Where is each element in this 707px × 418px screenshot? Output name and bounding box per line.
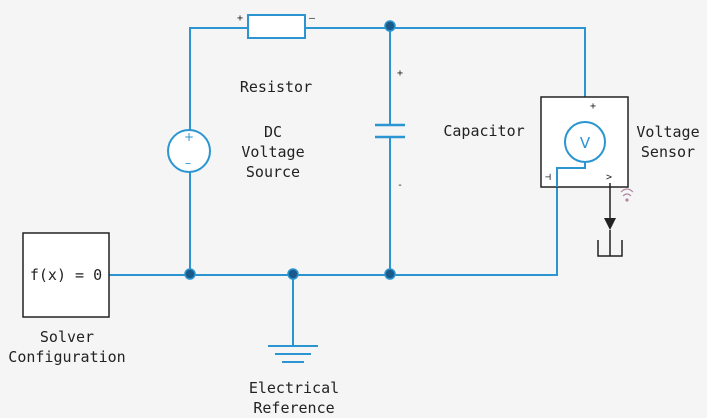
solver-equation: f(x) = 0 [29, 266, 103, 284]
svg-text:+: + [237, 13, 243, 24]
signal-icon [620, 188, 634, 202]
voltage-sensor-label-line: Sensor [640, 143, 696, 161]
solver-label: Solver Configuration [0, 327, 134, 367]
wire-top [189, 27, 586, 130]
capacitor-label: Capacitor [443, 122, 525, 140]
dc-voltage-source-icon[interactable]: + – [167, 129, 211, 173]
ground-label-line: Reference [253, 399, 335, 417]
wire-bottom [109, 178, 558, 276]
voltmeter-icon[interactable]: V + ⊣ > [540, 96, 629, 188]
dc-source-label-line: Voltage [241, 143, 305, 161]
svg-text:–: – [185, 156, 191, 170]
solver-label-line: Solver [39, 328, 95, 346]
dc-source-label-line: Source [245, 163, 301, 181]
junction-node [184, 268, 196, 280]
solver-config-block[interactable] [22, 232, 110, 318]
svg-text:+: + [397, 68, 403, 79]
svg-text:+: + [590, 101, 596, 112]
svg-text:-: - [397, 180, 403, 191]
capacitor-icon[interactable]: + - [375, 68, 405, 191]
dc-source-label-line: DC [263, 123, 283, 141]
svg-text:⊣: ⊣ [545, 172, 551, 183]
dc-source-label: DC Voltage Source [203, 122, 343, 182]
voltage-sensor-label: Voltage Sensor [628, 122, 707, 162]
junction-node [384, 268, 396, 280]
solver-label-line: Configuration [8, 348, 126, 366]
junction-node [287, 268, 299, 280]
terminator-icon [597, 230, 623, 257]
ground-icon[interactable] [268, 345, 318, 363]
svg-text:+: + [184, 130, 194, 144]
resistor-icon[interactable]: + – [237, 13, 316, 39]
ground-label: Electrical Reference [234, 378, 354, 418]
junction-node [384, 20, 396, 32]
sensor-symbol: V [580, 134, 591, 152]
svg-text:>: > [606, 172, 612, 183]
resistor-label: Resistor [239, 78, 313, 96]
sensor-output-arrow [604, 183, 616, 230]
ground-label-line: Electrical [248, 379, 340, 397]
svg-text:–: – [309, 13, 316, 24]
voltage-sensor-label-line: Voltage [636, 123, 700, 141]
